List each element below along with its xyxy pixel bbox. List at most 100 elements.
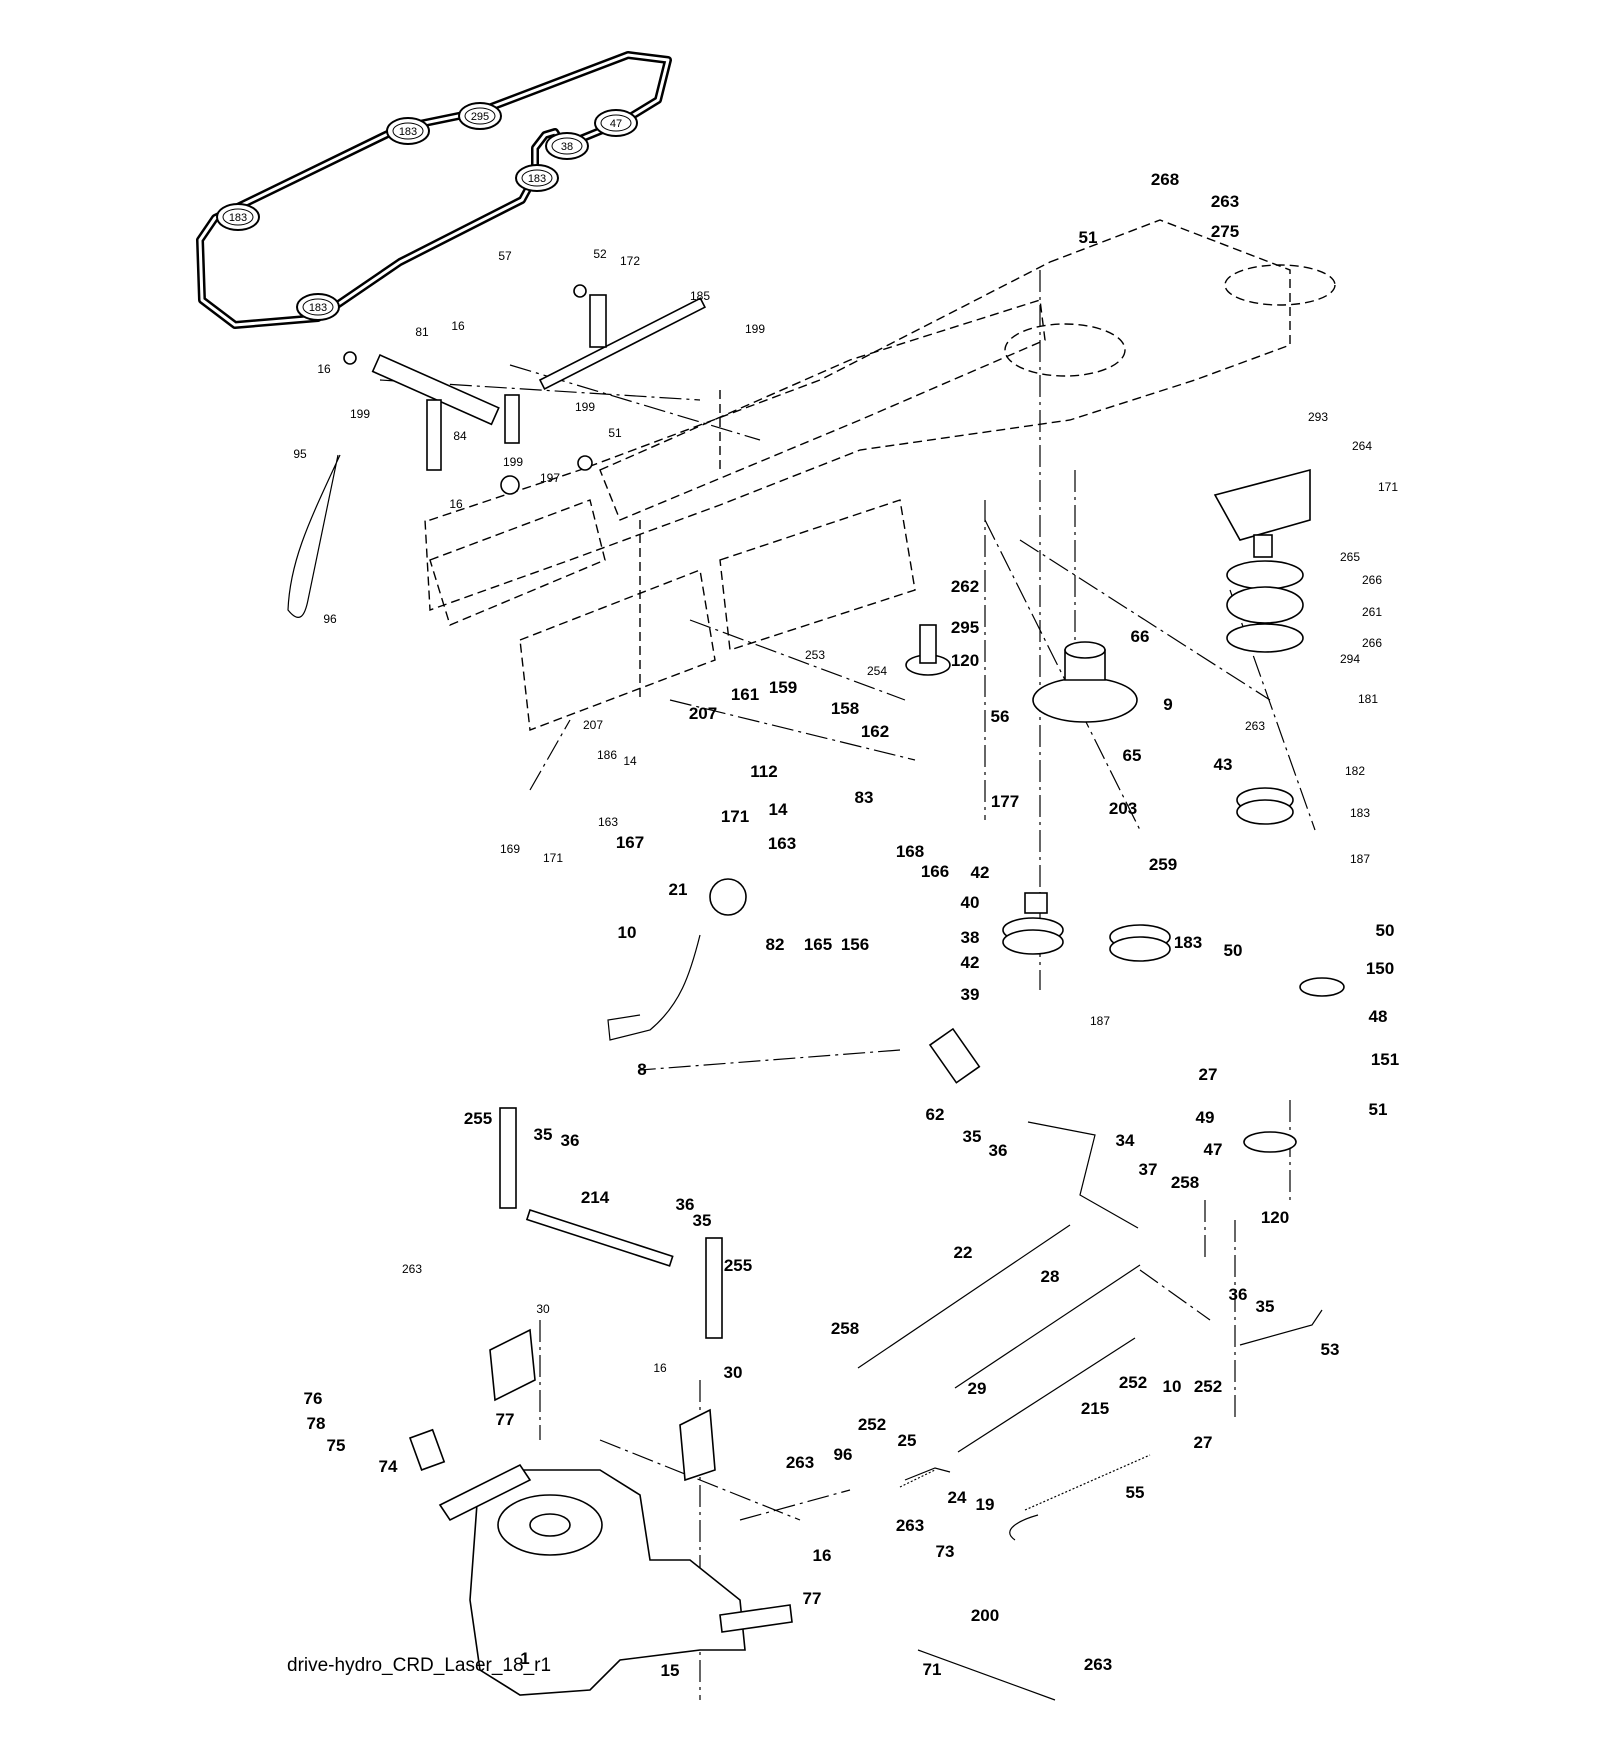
part-callout-label: 36 [561, 1131, 580, 1150]
part-callout-label: 19 [976, 1495, 995, 1514]
part-callout-label: 275 [1211, 222, 1239, 241]
part-callout-label: 51 [608, 426, 622, 440]
part-callout-label: 30 [724, 1363, 743, 1382]
belt-pulley: 183 [515, 164, 559, 192]
part-callout-label: 16 [449, 497, 463, 511]
part-callout-label: 182 [1345, 764, 1365, 778]
part-callout-label: 187 [1090, 1014, 1110, 1028]
belt-pulley: 38 [545, 132, 589, 160]
part-callout-label: 95 [293, 447, 307, 461]
part-callout-label: 8 [637, 1060, 646, 1079]
part-callout-label: 43 [1214, 755, 1233, 774]
belt-pulley-label: 38 [561, 141, 573, 153]
part-callout-label: 35 [963, 1127, 982, 1146]
part-callout-label: 268 [1151, 170, 1179, 189]
part-callout-label: 75 [327, 1436, 346, 1455]
part-callout-label: 266 [1362, 636, 1382, 650]
part-callout-label: 259 [1149, 855, 1177, 874]
part-callout-label: 199 [745, 322, 765, 336]
belt-pulley: 295 [458, 102, 502, 130]
part-callout-label: 199 [575, 400, 595, 414]
part-callout-label: 35 [1256, 1297, 1275, 1316]
part-callout-label: 215 [1081, 1399, 1109, 1418]
part-callout-label: 183 [1350, 806, 1370, 820]
part-callout-label: 161 [731, 685, 759, 704]
part-callout-label: 38 [961, 928, 980, 947]
part-callout-label: 51 [1369, 1100, 1388, 1119]
part-callout-label: 200 [971, 1606, 999, 1625]
part-callout-label: 55 [1126, 1483, 1145, 1502]
part-callout-label: 51 [1079, 228, 1098, 247]
part-callout-label: 83 [855, 788, 874, 807]
belt-pulley-label: 183 [229, 212, 247, 224]
belt-pulley-label: 183 [309, 302, 327, 314]
part-callout-label: 10 [618, 923, 637, 942]
part-callout-label: 187 [1350, 852, 1370, 866]
part-callout-label: 82 [766, 935, 785, 954]
part-callout-label: 255 [464, 1109, 492, 1128]
part-callout-label: 295 [951, 618, 979, 637]
part-callout-label: 156 [841, 935, 869, 954]
part-callout-label: 258 [831, 1319, 859, 1338]
part-callout-label: 39 [961, 985, 980, 1004]
part-callout-label: 167 [616, 833, 644, 852]
part-callout-label: 27 [1194, 1433, 1213, 1452]
part-callout-label: 263 [1245, 719, 1265, 733]
part-callout-label: 171 [1378, 480, 1398, 494]
part-callout-label: 1 [520, 1649, 529, 1668]
upper-linkage [287, 284, 706, 618]
part-callout-label: 84 [453, 429, 467, 443]
part-callout-label: 52 [593, 247, 607, 261]
part-callout-label: 262 [951, 577, 979, 596]
part-callout-label: 261 [1362, 605, 1382, 619]
part-callout-label: 77 [496, 1410, 515, 1429]
part-callout-label: 263 [786, 1453, 814, 1472]
belt-pulley: 183 [216, 203, 260, 231]
part-callout-label: 255 [724, 1256, 752, 1275]
part-callout-label: 77 [803, 1589, 822, 1608]
part-callout-label: 24 [948, 1488, 967, 1507]
part-callout-label: 171 [543, 851, 563, 865]
part-callout-label: 166 [921, 862, 949, 881]
part-callout-label: 120 [1261, 1208, 1289, 1227]
part-callout-label: 21 [669, 880, 688, 899]
diagram-caption: drive-hydro_CRD_Laser_18_r1 [287, 1655, 552, 1676]
part-callout-label: 29 [968, 1379, 987, 1398]
part-callout-label: 163 [768, 834, 796, 853]
part-callout-label: 57 [498, 249, 512, 263]
part-callout-label: 171 [721, 807, 749, 826]
part-callout-label: 49 [1196, 1108, 1215, 1127]
part-callout-label: 34 [1116, 1131, 1135, 1150]
part-callout-label: 16 [317, 362, 331, 376]
part-callout-label: 37 [1139, 1160, 1158, 1179]
transaxle [408, 1428, 793, 1696]
part-callout-label: 35 [534, 1125, 553, 1144]
part-callout-label: 10 [1163, 1377, 1182, 1396]
part-callout-label: 214 [581, 1188, 610, 1207]
part-callout-label: 158 [831, 699, 859, 718]
part-callout-label: 203 [1109, 799, 1137, 818]
part-callout-label: 74 [379, 1457, 398, 1476]
assembly-lines [379, 270, 1316, 1700]
part-callout-label: 42 [971, 863, 990, 882]
part-callout-label: 48 [1369, 1007, 1388, 1026]
part-callout-label: 186 [597, 748, 617, 762]
part-callout-label: 28 [1041, 1267, 1060, 1286]
part-callout-label: 112 [750, 762, 777, 781]
part-callout-label: 162 [861, 722, 889, 741]
part-callout-label: 16 [653, 1361, 667, 1375]
part-callout-label: 165 [804, 935, 832, 954]
part-callout-label: 76 [304, 1389, 323, 1408]
part-callout-label: 9 [1163, 695, 1172, 714]
part-callout-label: 266 [1362, 573, 1382, 587]
part-callout-label: 207 [583, 718, 603, 732]
part-callout-label: 169 [500, 842, 520, 856]
part-callout-label: 78 [307, 1414, 326, 1433]
part-callout-label: 177 [991, 792, 1019, 811]
part-callout-label: 73 [936, 1542, 955, 1561]
part-callout-label: 16 [451, 319, 465, 333]
part-callout-label: 96 [834, 1445, 853, 1464]
part-callout-label: 197 [540, 471, 560, 485]
